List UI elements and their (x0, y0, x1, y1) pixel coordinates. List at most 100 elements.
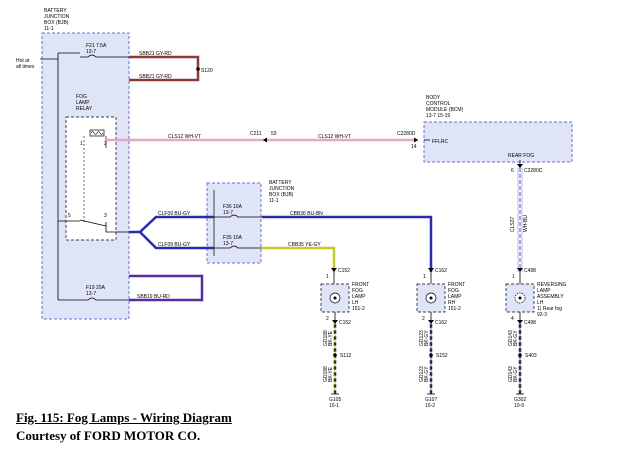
figure-caption: Fig. 115: Fog Lamps - Wiring Diagram (16, 410, 232, 425)
wire-gd123-label-a: GD123 (419, 330, 425, 346)
fuse-f19-ref: 13-7 (86, 291, 96, 297)
fuse-f35-ref: 13-7 (223, 241, 233, 247)
wire-gd143-label-b: GD143 (508, 366, 514, 382)
reversing-lamp-assembly (505, 283, 535, 313)
wire-sbb19-label: SBB19 BU-RD (137, 294, 170, 300)
bcm-pin-fflrc: FFLRC (432, 139, 449, 145)
bcm-label-1: BODY (426, 95, 441, 101)
ground-g105-ref: 10-1 (329, 403, 339, 409)
bcm-ref: 13-7 15-19 (426, 113, 450, 119)
splice-s403 (518, 353, 522, 357)
wire-gd188-color-a: BK-YE (328, 330, 334, 346)
lamp-rh-label-4: RH (448, 300, 456, 306)
connector-c2280d-arrow (414, 137, 418, 143)
splice-s112 (333, 353, 337, 357)
ground-g105-label: G105 (329, 397, 341, 403)
connector-c2280d-pin: 14 (411, 144, 417, 150)
wire-cbb35 (262, 246, 336, 272)
connector-c152-top-arrow (331, 268, 337, 272)
rear-lamp-label-4: LH (537, 300, 544, 306)
connector-c162-top: C162 (435, 268, 447, 274)
ground-g302-label: G302 (514, 397, 526, 403)
wire-cls37-label: CLS37 (510, 216, 516, 232)
lamp-rh-pin-1: 1 (423, 274, 426, 280)
connector-c498-bottom: C498 (524, 320, 536, 326)
bjb2-label-2: JUNCTION (269, 186, 295, 192)
relay-pin-1: 1 (80, 141, 83, 147)
lamp-rh-label-3: LAMP (448, 294, 462, 300)
wire-cls12-label-a: CLS12 WH-VT (168, 134, 201, 140)
fuse-f21 (80, 54, 129, 58)
wire-cbb35-label: CBB35 YE-GY (288, 242, 321, 248)
bjb2-label-1: BATTERY (269, 180, 292, 186)
relay-label-3: RELAY (76, 106, 93, 112)
hot-label-1: Hot at (16, 58, 30, 64)
figure-credit: Courtesy of FORD MOTOR CO. (16, 428, 201, 443)
bcm-pin-rear-fog: REAR FOG (508, 153, 534, 159)
wire-clf09-upper-label: CLF09 BU-GY (158, 211, 191, 217)
fog-lamp-relay (65, 116, 117, 241)
bjb2-ref: 11-1 (269, 198, 279, 204)
fuse-f36-ref: 13-7 (223, 210, 233, 216)
hot-label-2: all times (16, 64, 35, 70)
connector-c2280c-label: C2280C (524, 168, 543, 174)
bjb-label-2: JUNCTION (44, 14, 70, 20)
connector-c152-top: C152 (338, 268, 350, 274)
wire-gd123-color-b: BK-GY (424, 366, 430, 382)
wire-gd188-label-a: GD188 (323, 330, 329, 346)
splice-s120 (196, 67, 200, 71)
rear-lamp-pin-1: 1 (512, 274, 515, 280)
connector-c498-top: C498 (524, 268, 536, 274)
connector-c162-top-arrow (428, 268, 434, 272)
fuse-f19-label: F19 20A (86, 285, 106, 291)
connector-c211-pin: 53 (271, 131, 277, 137)
wire-gd143-color-b: BK-GY (513, 366, 519, 382)
bjb-label-3: BOX (BJB) (44, 20, 69, 26)
lamp-lh-pin-1: 1 (326, 274, 329, 280)
connector-c211-label: C211 (250, 131, 262, 137)
lamp-lh-label-1: FRONT (352, 282, 369, 288)
relay-pin-2: 2 (104, 141, 107, 147)
wire-gd188-color-b: BK-YE (328, 366, 334, 382)
wire-gd143-color-a: BK-GY (513, 330, 519, 346)
wire-cls12-label-b: CLS12 WH-VT (318, 134, 351, 140)
fuse-f21-ref: 13-7 (86, 49, 96, 55)
bjb2-label-3: BOX (BJB) (269, 192, 294, 198)
wire-sbb19 (129, 274, 204, 302)
relay-pin-3: 3 (104, 213, 107, 219)
bcm-box (423, 121, 573, 163)
relay-contact (79, 219, 107, 227)
relay-coil (89, 129, 105, 137)
rear-lamp-ref: 92-3 (537, 312, 547, 318)
lamp-lh-label-3: LAMP (352, 294, 366, 300)
fuse-f35-label: F35 10A (223, 235, 243, 241)
wire-gd143-label-a: GD143 (508, 330, 514, 346)
splice-s403-label: S403 (525, 353, 537, 359)
fuse-f36-label: F36 10A (223, 204, 243, 210)
connector-c211-arrow (263, 137, 267, 143)
lamp-lh-pin-2: 2 (326, 316, 329, 322)
wire-gd123-label-b: GD123 (419, 366, 425, 382)
bcm-label-2: CONTROL (426, 101, 451, 107)
ground-g107-label: G107 (425, 397, 437, 403)
lamp-lh-label-4: LH (352, 300, 359, 306)
wire-clf09-upper (129, 215, 214, 234)
lamp-rh-pin-2: 2 (422, 316, 425, 322)
splice-s120-label: S120 (201, 68, 213, 74)
ground-g107-ref: 10-2 (425, 403, 435, 409)
fuse-f19 (80, 297, 129, 301)
relay-label-2: LAMP (76, 100, 90, 106)
rear-lamp-label-3: ASSEMBLY (537, 294, 564, 300)
lamp-lh-ref: 151-2 (352, 306, 365, 312)
bcm-label-3: MODULE (BCM) (426, 107, 464, 113)
bjb-ref: 11-1 (44, 26, 54, 32)
connector-c2280d-label: C2280D (397, 131, 416, 137)
wire-cls37-color: WH-BU (523, 215, 529, 232)
bjb-label-1: BATTERY (44, 8, 67, 14)
fuse-f21-label: F21 7.5A (86, 43, 107, 49)
connector-c152-bottom: C152 (339, 320, 351, 326)
fuse-f36 (214, 214, 262, 218)
fuse-f35 (214, 245, 262, 249)
